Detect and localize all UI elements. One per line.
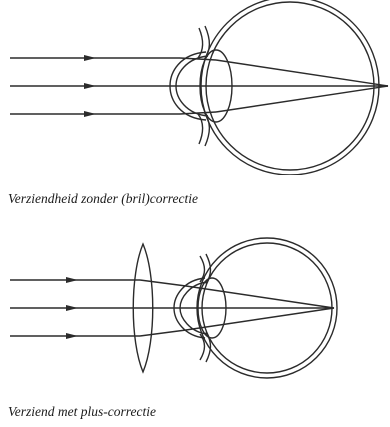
eye-diagram-uncorrected-svg xyxy=(0,0,390,175)
ray-arrowhead-2 xyxy=(66,305,78,311)
eye-diagram-corrected xyxy=(0,220,390,385)
eye-diagram-uncorrected xyxy=(0,0,390,175)
corrected-ray-3 xyxy=(140,330,186,336)
caption-corrected: Verziend met plus-correctie xyxy=(8,404,156,420)
focused-ray-3 xyxy=(186,308,334,330)
ray-arrowhead-3 xyxy=(84,111,96,117)
eye-diagram-corrected-svg xyxy=(0,220,390,385)
corrected-ray-1 xyxy=(140,280,186,286)
focused-ray-1 xyxy=(186,286,334,308)
ray-arrowhead-1 xyxy=(84,55,96,61)
ray-arrowhead-1 xyxy=(66,277,78,283)
ray-arrowhead-2 xyxy=(84,83,96,89)
refracted-ray-3b xyxy=(216,86,388,112)
refracted-ray-1b xyxy=(216,60,388,86)
ray-arrowhead-3 xyxy=(66,333,78,339)
caption-uncorrected: Verziendheid zonder (bril)correctie xyxy=(8,191,198,207)
eyeball-outer xyxy=(201,0,379,175)
